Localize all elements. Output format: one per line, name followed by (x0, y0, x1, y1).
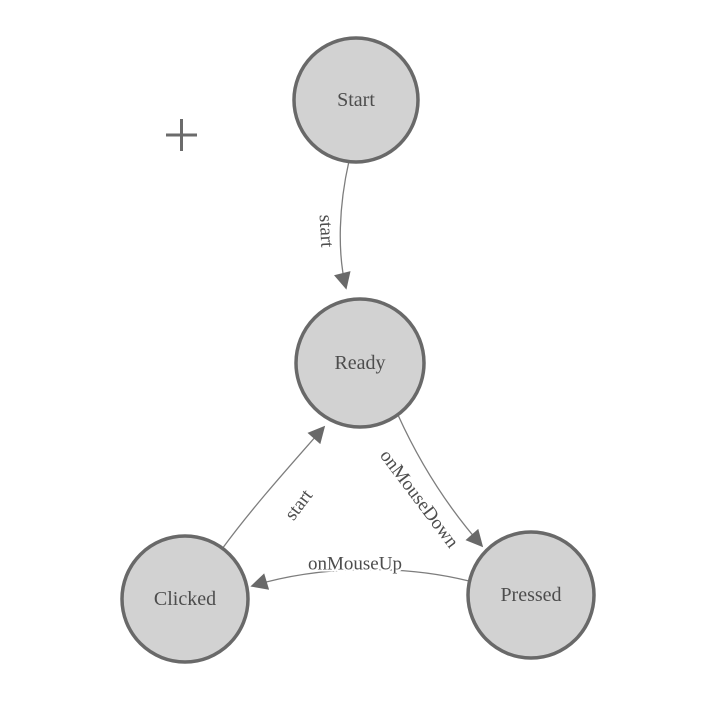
crosshair-cursor-icon (166, 119, 197, 151)
transition-pressed-to-clicked-line[interactable] (250, 568, 470, 590)
transition-clicked-to-ready[interactable]: start (221, 425, 326, 550)
transition-ready-to-pressed[interactable]: onMouseDown (373, 414, 484, 555)
transition-start-to-ready-line[interactable] (334, 160, 351, 290)
state-node-clicked-circle[interactable] (120, 534, 250, 664)
state-node-start-circle[interactable] (292, 36, 420, 164)
state-node-ready[interactable]: Ready (294, 297, 426, 429)
transition-clicked-to-ready-line[interactable] (221, 425, 326, 550)
transition-pressed-to-clicked[interactable]: onMouseUp (250, 552, 470, 590)
state-node-clicked-label: Clicked (154, 588, 216, 610)
state-node-pressed[interactable]: Pressed (466, 530, 596, 660)
transition-label-start-left: start (281, 485, 318, 524)
transition-label-onmouseup: onMouseUp (308, 554, 402, 575)
state-node-clicked[interactable]: Clicked (120, 534, 250, 664)
state-node-start[interactable]: Start (292, 36, 420, 164)
transition-ready-to-pressed-line[interactable] (397, 414, 484, 548)
state-node-ready-circle[interactable] (294, 297, 426, 429)
state-node-ready-label: Ready (334, 352, 385, 374)
state-node-start-label: Start (337, 89, 375, 111)
state-node-pressed-circle[interactable] (466, 530, 596, 660)
transition-label-onmousedown: onMouseDown (375, 446, 463, 553)
state-node-pressed-label: Pressed (500, 584, 561, 606)
transition-label-start-top: start (315, 214, 338, 248)
transition-start-to-ready[interactable]: start (313, 160, 351, 290)
